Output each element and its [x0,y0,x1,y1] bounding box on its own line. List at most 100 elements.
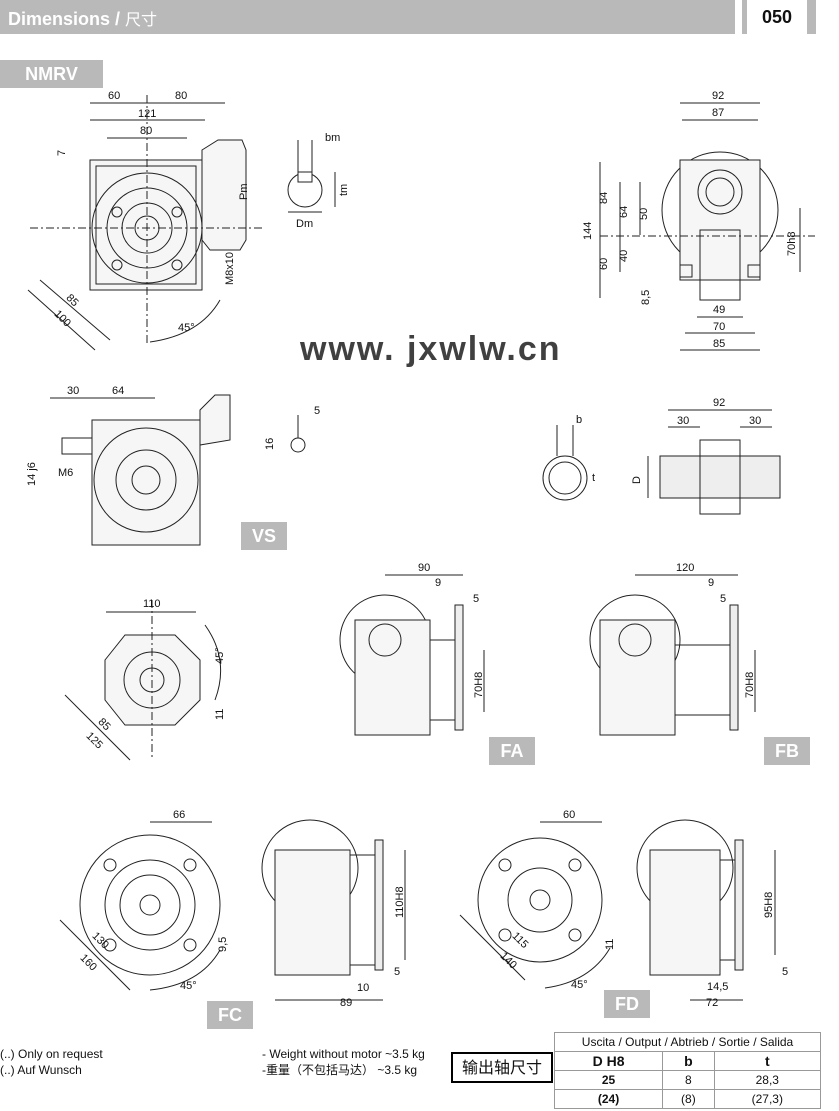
watermark: www. jxwlw.cn [300,330,562,368]
dim-label: 7 [56,149,68,156]
weight-notes: - Weight without motor ~3.5 kg -重量（不包括马达… [262,1046,425,1078]
dim-label: 11 [214,708,226,720]
dim-label: 80 [175,90,188,102]
table-cell: 8 [662,1070,715,1090]
dim-label: 40 [618,249,630,262]
table-title: Uscita / Output / Abtrieb / Sortie / Sal… [554,1032,821,1052]
dim-label: 92 [712,90,725,102]
dim-label: 45° [178,322,195,334]
dim-label: 85 [713,338,726,350]
dim-label: 90 [418,562,431,574]
dim-label: 70H8 [744,671,756,698]
dim-label: 49 [713,304,726,316]
dim-label: 80 [140,125,153,137]
vs-view [50,394,306,546]
table-cell: 25 [553,1070,664,1090]
title-cn: 尺寸 [125,10,158,29]
dim-label: 70 [713,321,726,333]
dim-label: 110H8 [394,886,406,918]
dim-label: 89 [340,997,353,1009]
dim-label: 8,5 [640,289,652,305]
header-stripe [812,0,816,34]
series-badge: NMRV [0,60,103,88]
dim-label: 144 [582,221,594,240]
dim-label: 110 [143,598,161,610]
dim-label: Dm [296,218,314,230]
dim-label: 5 [314,405,321,417]
dim-label: D [631,476,643,484]
dim-label: 70H8 [473,671,485,698]
dim-label: 84 [598,191,610,204]
dim-label: 60 [598,257,610,270]
fb-view [589,574,756,736]
dim-label: 9 [708,577,715,589]
dim-label: Pm [238,183,250,201]
dim-label: 30 [677,415,690,427]
dim-label: 30 [67,385,80,397]
note-en: (..) Only on request [0,1047,103,1061]
dim-label: 9,5 [217,936,229,952]
dim-label: 30 [749,415,762,427]
fa-view [339,574,485,736]
page-number-box: 050 [742,0,812,34]
dim-label: 121 [138,108,157,120]
note-de: (..) Auf Wunsch [0,1063,82,1077]
table-row: (24) (8) (27,3) [553,1089,822,1109]
table-row: 25 8 28,3 [553,1070,822,1090]
output-shaft-view [542,409,781,515]
dim-label: 16 [264,437,276,450]
dim-label: 5 [720,593,727,605]
input-shaft-section [287,140,336,213]
dim-label: b [576,414,583,426]
table-header: b [662,1051,715,1071]
dim-label: 5 [394,966,401,978]
dim-label: 87 [712,107,725,119]
dim-label: 92 [713,397,726,409]
availability-notes: (..) Only on request (..) Auf Wunsch [0,1046,103,1078]
table-cell: (8) [662,1089,715,1109]
dim-label: 72 [706,997,719,1009]
title-text: Dimensions / [8,9,121,29]
fa-badge: FA [489,737,535,765]
dim-label: 9 [435,577,442,589]
weight-en: - Weight without motor ~3.5 kg [262,1047,425,1061]
table-header: D H8 [553,1051,664,1071]
table-cell: (24) [553,1089,664,1109]
dim-label: 14 j6 [26,462,38,486]
dim-label: M8x10 [224,251,236,285]
dim-label: t [592,472,596,484]
dim-label: 50 [638,207,650,220]
dim-label: 95H8 [763,891,775,918]
dim-label: 66 [173,809,186,821]
dim-label: 14,5 [707,981,729,993]
weight-cn: -重量（不包括马达） ~3.5 kg [262,1063,418,1077]
table-header: t [713,1051,822,1071]
dim-label: 10 [357,982,370,994]
main-front-view [27,95,265,351]
dim-label: 45° [214,647,226,664]
dim-label: 45° [180,980,197,992]
dim-label: M6 [58,467,74,479]
dim-label: 120 [676,562,695,574]
table-cell: (27,3) [713,1089,822,1109]
fd-badge: FD [604,990,650,1018]
side-view [599,102,815,351]
page-title: Dimensions / 尺寸 [8,6,157,30]
header-bar: Dimensions / 尺寸 [0,0,735,34]
dim-label: 70h8 [786,231,798,256]
dim-label: 64 [112,385,125,397]
dim-label: 64 [618,205,630,218]
dim-label: 60 [563,809,576,821]
dim-label: 5 [473,593,480,605]
output-dimension-table: Uscita / Output / Abtrieb / Sortie / Sal… [553,1032,822,1109]
dim-label: 60 [108,90,121,102]
dim-label: 11 [604,938,616,950]
fc-badge: FC [207,1001,253,1029]
dim-label: tm [338,183,350,196]
fc-view [59,819,406,1001]
fb-badge: FB [764,737,810,765]
output-shaft-dimension-label: 输出轴尺寸 [451,1052,553,1083]
table-cell: 28,3 [713,1070,822,1090]
